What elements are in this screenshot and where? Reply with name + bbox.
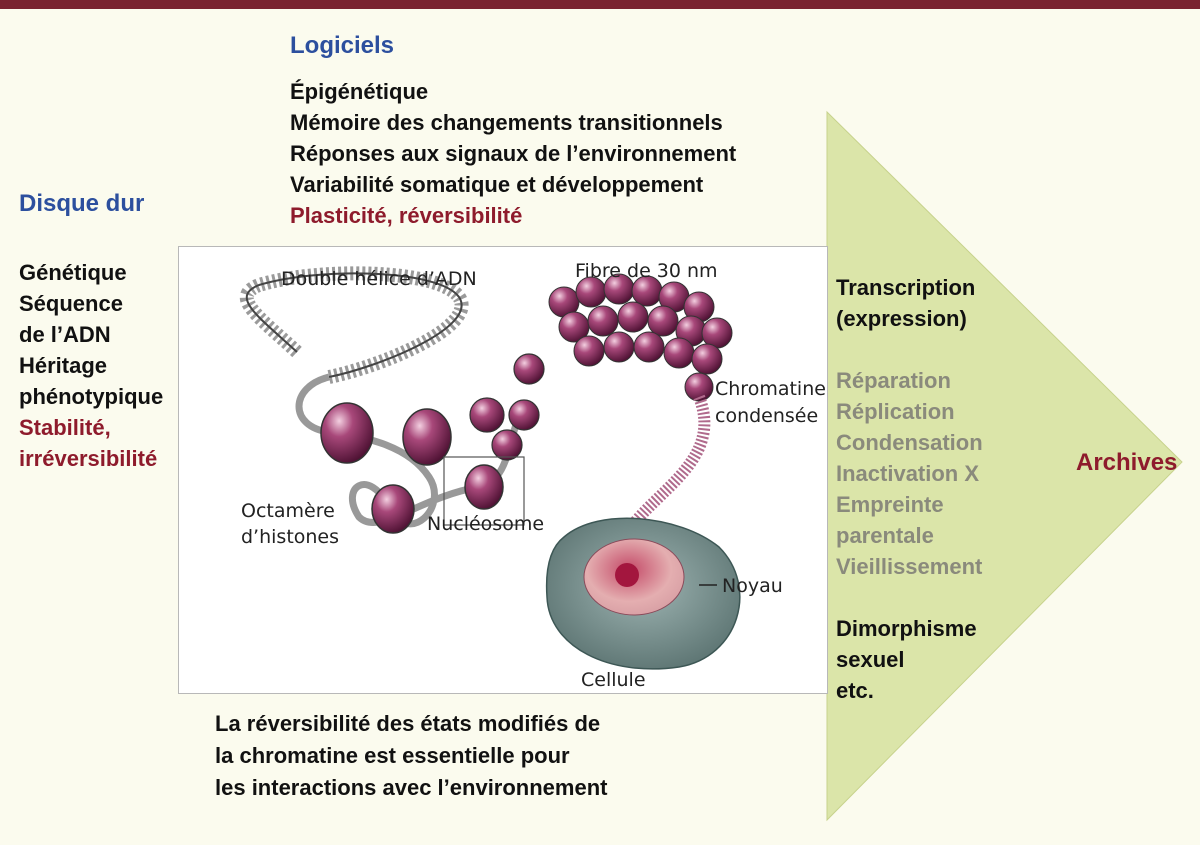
hardware-list: Génétique Séquence de l’ADN Héritage phé… — [19, 257, 163, 474]
archive-primary: Transcription (expression) — [836, 272, 975, 334]
archives-label: Archives — [1076, 449, 1178, 476]
label-octamer-1: Octamère — [241, 500, 335, 522]
archive-process-item: Vieillissement — [836, 554, 983, 579]
fiber-30nm — [548, 273, 733, 402]
archive-process-item: Condensation — [836, 430, 983, 455]
caption-line: la chromatine est essentielle pour — [215, 743, 570, 768]
archive-primary-item: (expression) — [836, 306, 967, 331]
label-nucleosome: Nucléosome — [427, 513, 544, 535]
software-item: Variabilité somatique et développement — [290, 172, 704, 197]
label-octamer-2: d’histones — [241, 526, 339, 548]
software-item: Mémoire des changements transitionnels — [290, 110, 723, 135]
hardware-item: Génétique — [19, 260, 127, 285]
hardware-highlight: irréversibilité — [19, 446, 158, 471]
software-list: Épigénétique Mémoire des changements tra… — [290, 76, 736, 231]
archive-process-item: Inactivation X — [836, 461, 980, 486]
archive-others: Dimorphisme sexuel etc. — [836, 613, 977, 706]
caption-line: les interactions avec l’environnement — [215, 775, 608, 800]
archive-primary-item: Transcription — [836, 275, 976, 300]
hardware-highlight: Stabilité, — [19, 415, 111, 440]
chromatin-figure: Double hélice d’ADN Fibre de 30 nm Chrom… — [178, 246, 828, 694]
label-fiber: Fibre de 30 nm — [575, 260, 718, 282]
hardware-item: de l’ADN — [19, 322, 111, 347]
hardware-item: Héritage — [19, 353, 108, 378]
figure-caption: La réversibilité des états modifiés de l… — [215, 708, 607, 804]
label-chromatin-2: condensée — [715, 405, 818, 427]
label-nucleus: Noyau — [722, 575, 783, 597]
software-heading: Logiciels — [290, 32, 395, 59]
archive-other-item: etc. — [836, 678, 874, 703]
software-highlight: Plasticité, réversibilité — [290, 203, 523, 228]
dna-double-helix — [239, 266, 469, 384]
nucleosomes — [320, 353, 545, 534]
archive-processes: Réparation Réplication Condensation Inac… — [836, 365, 983, 582]
archive-other-item: sexuel — [836, 647, 905, 672]
label-double-helix: Double hélice d’ADN — [281, 268, 477, 290]
software-item: Réponses aux signaux de l’environnement — [290, 141, 737, 166]
cell — [545, 517, 741, 670]
software-item: Épigénétique — [290, 79, 429, 104]
top-accent-bar — [0, 0, 1200, 9]
archive-process-item: parentale — [836, 523, 934, 548]
archive-process-item: Réplication — [836, 399, 955, 424]
archive-process-item: Réparation — [836, 368, 951, 393]
label-chromatin-1: Chromatine — [715, 378, 826, 400]
nucleosome-box — [443, 456, 525, 526]
archive-other-item: Dimorphisme — [836, 616, 977, 641]
hardware-item: Séquence — [19, 291, 123, 316]
caption-line: La réversibilité des états modifiés de — [215, 711, 601, 736]
archive-process-item: Empreinte — [836, 492, 944, 517]
hardware-item: phénotypique — [19, 384, 164, 409]
label-cell: Cellule — [581, 669, 646, 691]
hardware-heading: Disque dur — [19, 190, 145, 217]
